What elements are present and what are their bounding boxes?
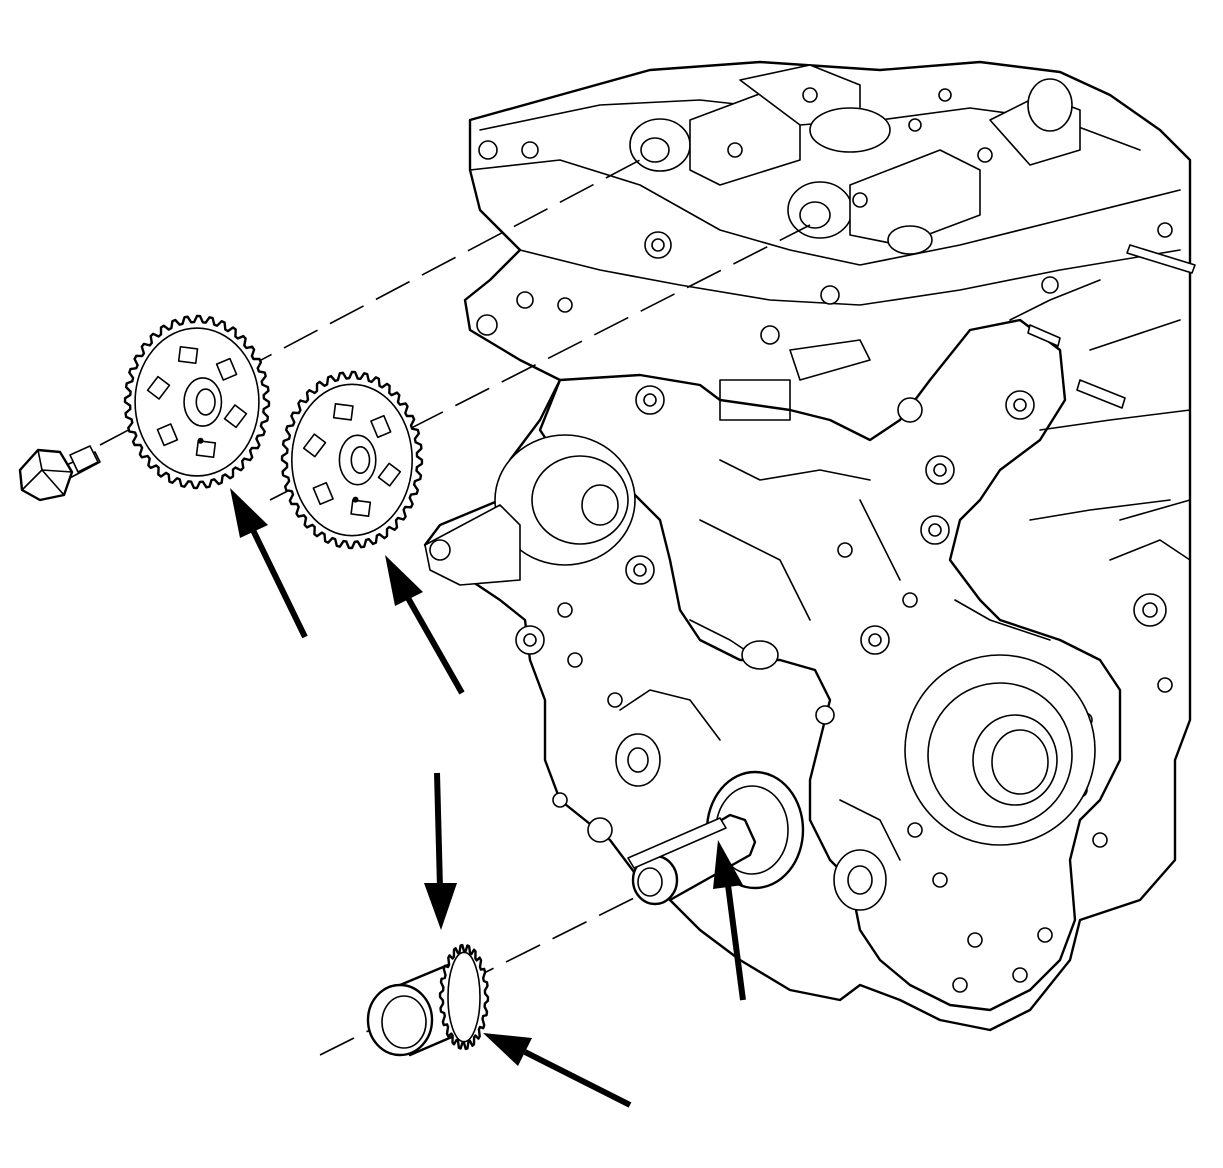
camshaft-sprocket xyxy=(280,370,424,550)
sprocket-window xyxy=(156,423,179,447)
sprocket-window xyxy=(370,414,392,439)
front-cover xyxy=(424,244,1196,1012)
sprocket-bolt xyxy=(18,445,101,502)
engine-block xyxy=(423,60,1196,1032)
callout-arrows xyxy=(230,488,746,1108)
sprocket-window xyxy=(350,499,372,517)
sprocket-window xyxy=(312,481,334,506)
sprocket-window xyxy=(215,357,238,381)
callout-arrow xyxy=(230,488,308,639)
camshaft-caps xyxy=(629,64,1081,255)
callout-arrow xyxy=(713,840,746,1001)
sprocket-window xyxy=(177,345,199,365)
sprocket-window xyxy=(332,403,354,421)
camshaft-sprocket xyxy=(123,314,271,490)
crankshaft-nose xyxy=(627,770,805,906)
sprocket-window xyxy=(146,375,171,400)
crankshaft-key xyxy=(627,817,727,869)
sprocket-window xyxy=(377,462,402,487)
sprocket-window xyxy=(302,433,327,458)
crankshaft-sprocket-teeth xyxy=(438,943,490,1051)
sprocket-window xyxy=(195,439,217,459)
callout-arrow xyxy=(483,1033,632,1108)
callout-arrow xyxy=(385,555,465,695)
crankshaft-sprocket xyxy=(366,943,490,1057)
callout-arrow xyxy=(424,772,457,930)
sprocket-window xyxy=(223,404,248,429)
